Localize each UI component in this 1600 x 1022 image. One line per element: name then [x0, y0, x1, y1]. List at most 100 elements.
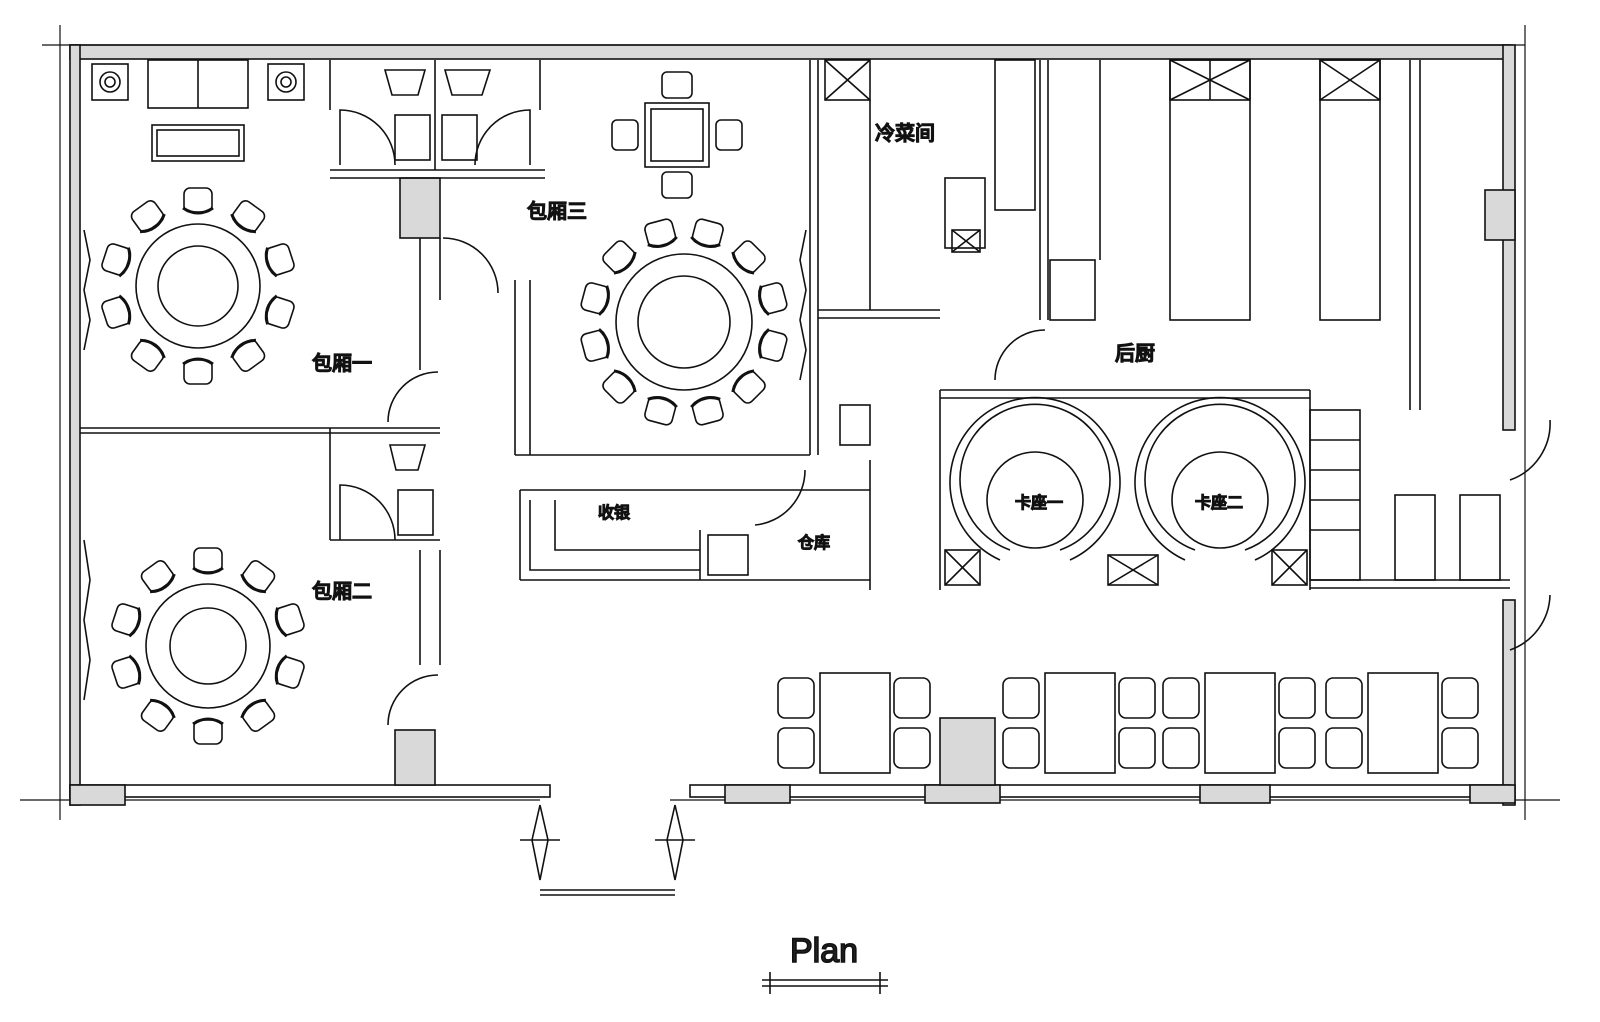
booth-corner-2-x2	[1107, 554, 1159, 586]
label-back-kitchen: 后厨	[1115, 341, 1155, 365]
booth-corner-3-x2	[1271, 549, 1308, 586]
kitchen-sink-2	[1459, 494, 1501, 581]
booth-corner-3	[1271, 549, 1308, 586]
chair-seat	[193, 547, 223, 573]
chair-back	[240, 698, 267, 719]
door-room3	[442, 237, 499, 294]
chair	[1118, 727, 1156, 769]
chair-back	[690, 235, 721, 248]
column-top	[399, 177, 441, 239]
hall-table	[1044, 672, 1116, 774]
label-private-room-2: 包厢二	[312, 579, 372, 603]
chair-seat	[602, 240, 636, 274]
chair-back	[128, 607, 142, 638]
door-kitchen	[994, 329, 1046, 381]
kitchen-prep-table-2-top	[1319, 59, 1381, 101]
chair	[1441, 727, 1479, 769]
label-storage: 仓库	[798, 533, 830, 552]
side-table-left-lamp	[99, 71, 121, 93]
chair-back	[149, 698, 176, 719]
chair	[130, 200, 166, 234]
chair-seat	[602, 370, 636, 404]
curtain-room2	[83, 539, 91, 701]
door-wc2	[339, 484, 396, 541]
chair-seat	[130, 200, 165, 233]
doors	[339, 109, 1551, 726]
chair-back	[613, 369, 637, 393]
chair	[274, 654, 305, 689]
booth-corner-1	[944, 549, 981, 586]
hall-table	[1367, 672, 1439, 774]
side-table-right-lamp-inner	[280, 76, 292, 88]
cashier-counter-outline	[529, 500, 700, 571]
door-restroom-1	[339, 109, 396, 166]
chair-back	[731, 369, 755, 393]
chair-back	[182, 357, 214, 366]
round-table-private-room-3	[615, 253, 753, 391]
restroom-fixtures	[383, 69, 492, 536]
sink-2	[441, 114, 478, 161]
chair-back	[240, 573, 267, 594]
booth-2-outer-b	[1144, 403, 1296, 551]
chair-seat	[111, 603, 142, 636]
kitchen-counter-2	[1049, 259, 1096, 321]
chair	[644, 218, 678, 248]
chair	[602, 369, 637, 404]
kitchen-fixtures	[824, 59, 1516, 581]
hall-table	[1204, 672, 1276, 774]
side-table-left-lamp-inner	[104, 76, 116, 88]
bottom-column-1	[394, 729, 436, 786]
chair	[611, 119, 639, 151]
square-table	[644, 102, 710, 168]
chair-back	[274, 607, 288, 638]
chair	[758, 282, 788, 316]
kitchen-counter-1	[994, 59, 1036, 211]
toilet-3	[388, 444, 427, 471]
chair-back	[690, 396, 721, 409]
bottom-wall-left	[69, 784, 551, 798]
curtains	[83, 229, 807, 701]
chair	[1002, 727, 1040, 769]
label-cold-dish-room: 冷菜间	[875, 121, 935, 145]
door-storage	[754, 469, 806, 526]
chair-back	[149, 573, 176, 594]
round-table-top	[135, 223, 261, 349]
chair-back	[758, 328, 771, 359]
booth-2-outer	[1134, 396, 1306, 561]
storage-crate	[707, 534, 749, 576]
chair	[1118, 677, 1156, 719]
chair	[602, 240, 637, 275]
chair	[101, 294, 132, 329]
chair	[731, 369, 766, 404]
cashier-counter-inner	[554, 500, 700, 551]
kitchen-prep-table-2	[1319, 59, 1381, 321]
booth-corner-2	[1107, 554, 1159, 586]
round-table-top	[615, 253, 753, 391]
chair-back	[182, 206, 214, 215]
bottom-right-column	[1469, 784, 1516, 804]
chair-seat	[241, 560, 276, 593]
chair	[101, 243, 132, 278]
kitchen-hood	[951, 229, 981, 253]
cold-room-shelf	[824, 59, 871, 101]
door-side-2	[1509, 594, 1551, 651]
cold-room-shelf-x2	[824, 59, 871, 101]
kitchen-hood-x2	[951, 229, 981, 253]
partitions	[80, 60, 1510, 665]
booth-corner-1-x2	[944, 549, 981, 586]
entrance	[520, 804, 695, 896]
chair	[1278, 727, 1316, 769]
chair	[1162, 727, 1200, 769]
chair-back	[128, 654, 142, 685]
chair	[230, 200, 266, 234]
sink-1	[394, 114, 431, 161]
chair-back	[274, 654, 288, 685]
chair-back	[230, 338, 257, 359]
label-private-room-3: 包厢三	[527, 199, 587, 223]
label-booth-1: 卡座一	[1015, 493, 1063, 512]
chair-back	[731, 251, 755, 275]
hall-column	[939, 717, 996, 786]
private-room-1-lounge	[91, 59, 305, 162]
bottom-left-column	[69, 784, 126, 806]
